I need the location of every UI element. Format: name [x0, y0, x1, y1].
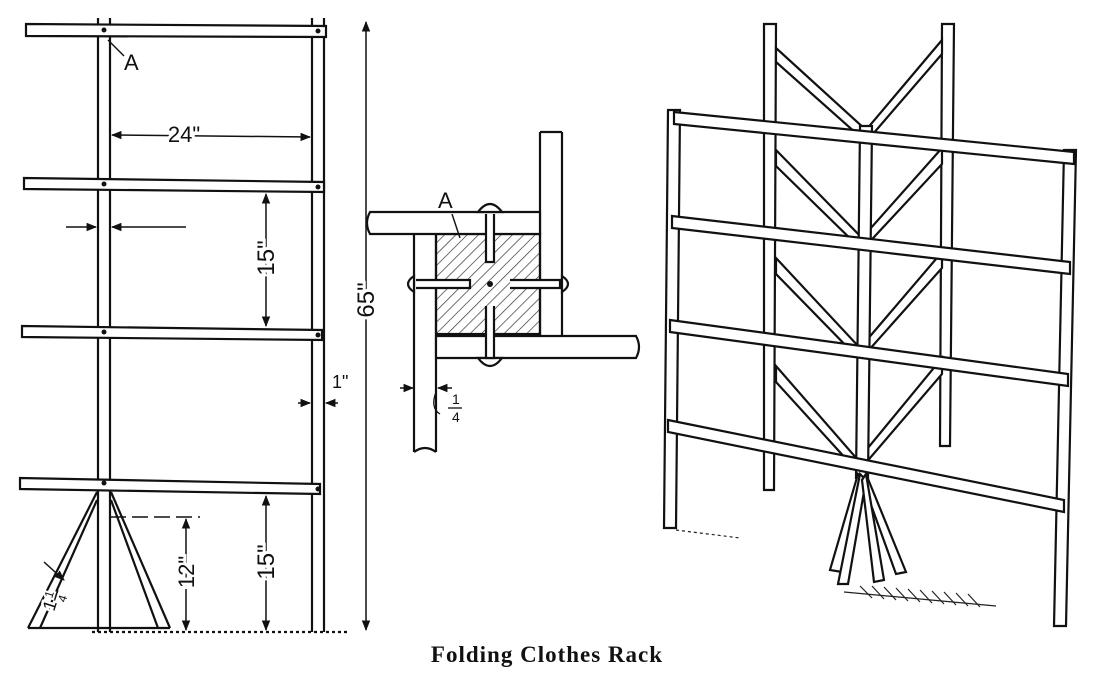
detail-vertical-bar-left: [412, 226, 438, 453]
back-leaf-right-upright: [938, 22, 956, 448]
detail-top-bar: [365, 210, 542, 236]
dim-width: [110, 130, 312, 142]
label-width: 24": [168, 122, 200, 147]
back-leaf-left-upright: [762, 22, 778, 492]
label-bar: 1": [332, 372, 348, 392]
detail-bottom-bar: [434, 334, 641, 360]
perspective-view: [662, 22, 1078, 628]
crossbar-2: [22, 176, 326, 194]
label-brace: 1 1 4: [36, 587, 72, 616]
label-spacing-upper: 15": [253, 240, 280, 275]
svg-text:1: 1: [452, 391, 460, 407]
label-spacing-lower: 15": [253, 544, 280, 579]
dim-brace-arrow: [43, 561, 65, 581]
front-leaf-right-upright: [1052, 148, 1078, 628]
detail-vertical-bar-right: [538, 130, 564, 340]
svg-text:4: 4: [55, 593, 70, 604]
front-elevation: [18, 18, 350, 634]
left-upright: [96, 18, 112, 632]
svg-text:4: 4: [452, 409, 460, 425]
label-joint-a-front: A: [124, 50, 139, 75]
figure-caption: Folding Clothes Rack: [430, 642, 664, 667]
front-leaf-left-upright: [662, 108, 682, 530]
label-height: 65": [353, 282, 380, 317]
perspective-foot: [828, 471, 908, 586]
center-upright: [854, 124, 874, 480]
crossbar-4: [18, 476, 322, 496]
chevron-braces: [774, 36, 944, 475]
detail-labels: A 1 4: [400, 188, 462, 425]
rivets: [101, 27, 321, 492]
label-foot: 12": [174, 556, 199, 588]
dimensions-front: [43, 20, 371, 632]
front-crossbars: [666, 110, 1076, 514]
ground-shadow: [675, 529, 997, 608]
crossbar-3: [20, 324, 324, 342]
front-labels: A 24" 15" 65" 1" 15" 12" 1 1 4: [36, 39, 383, 616]
label-pin: 1 4: [433, 391, 462, 425]
joint-detail: [365, 130, 641, 453]
detail-bolts: [406, 202, 570, 368]
right-upright: [310, 18, 326, 632]
label-joint-a-detail: A: [438, 188, 453, 213]
foot-braces: [27, 491, 172, 630]
crossbar-top: [24, 22, 328, 39]
